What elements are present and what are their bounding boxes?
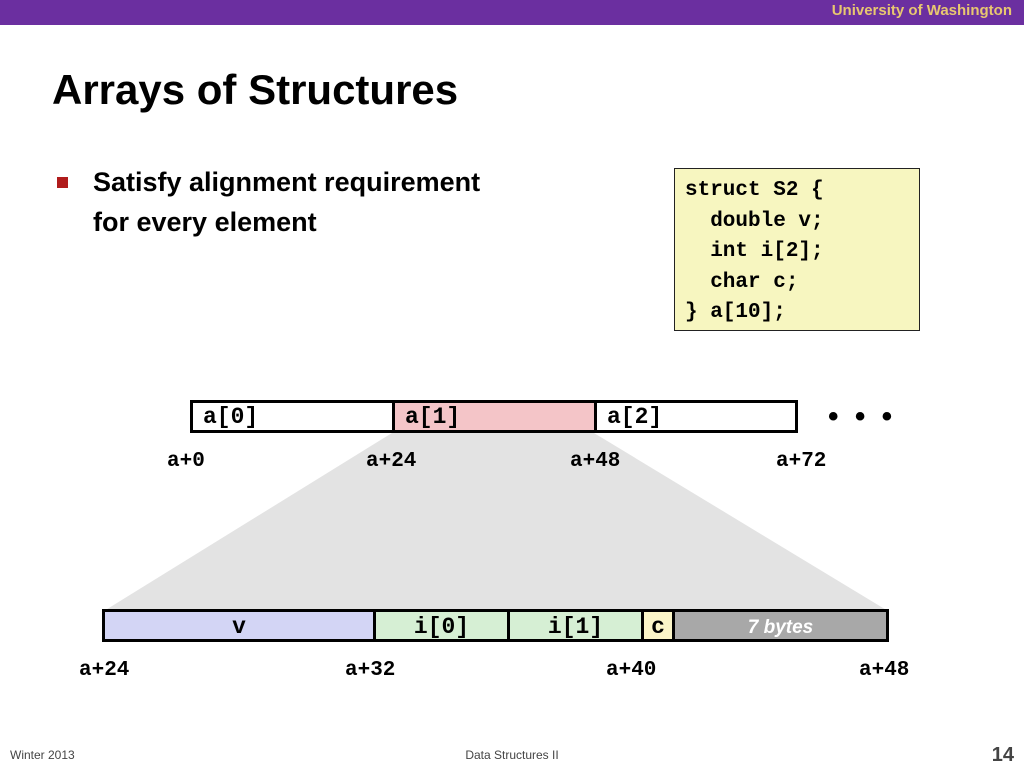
array-cell-a0: a[0] [190, 400, 395, 433]
array-cell-label: a[2] [607, 404, 663, 430]
bullet-text: Satisfy alignment requirement for every … [93, 162, 553, 242]
array-cell-a2: a[2] [594, 400, 798, 433]
institution-name: University of Washington [831, 2, 1012, 19]
code-box: struct S2 { double v; int i[2]; char c; … [674, 168, 920, 331]
field-label: 7 bytes [747, 617, 814, 638]
zoom-shape [104, 433, 888, 611]
bullet-line-1: Satisfy alignment requirement [93, 167, 481, 197]
field-c: c [641, 609, 675, 642]
offset-label: a+40 [606, 659, 657, 682]
header-bar: University of Washington [0, 0, 1024, 25]
field-label: i[0] [413, 614, 470, 640]
offset-label: a+48 [859, 659, 910, 682]
offset-label: a+24 [366, 450, 417, 473]
offset-label: a+24 [79, 659, 130, 682]
field-i0: i[0] [373, 609, 510, 642]
slide-title: Arrays of Structures [52, 66, 459, 113]
code-line: char c; [685, 270, 799, 294]
field-padding: 7 bytes [672, 609, 889, 642]
footer-title: Data Structures II [465, 748, 559, 762]
field-i1: i[1] [507, 609, 644, 642]
code-line: int i[2]; [685, 240, 824, 263]
bullet-line-2: for every element [93, 207, 317, 237]
footer-term: Winter 2013 [10, 748, 75, 762]
offset-label: a+48 [570, 450, 621, 473]
array-cell-a1: a[1] [392, 400, 597, 433]
code-line: double v; [685, 209, 824, 233]
array-cell-label: a[0] [203, 404, 259, 430]
field-label: c [651, 614, 665, 640]
offset-label: a+72 [776, 450, 827, 473]
field-v: v [102, 609, 376, 642]
page-number: 14 [991, 744, 1014, 766]
field-label: i[1] [547, 614, 604, 640]
code-line: struct S2 { [685, 179, 824, 202]
field-label: v [232, 614, 246, 640]
code-line: } a[10]; [685, 301, 786, 324]
offset-label: a+32 [345, 659, 396, 682]
array-cell-label: a[1] [405, 404, 461, 430]
ellipsis: • • • [828, 400, 897, 433]
offset-label: a+0 [167, 450, 205, 473]
bullet-icon [57, 177, 68, 188]
